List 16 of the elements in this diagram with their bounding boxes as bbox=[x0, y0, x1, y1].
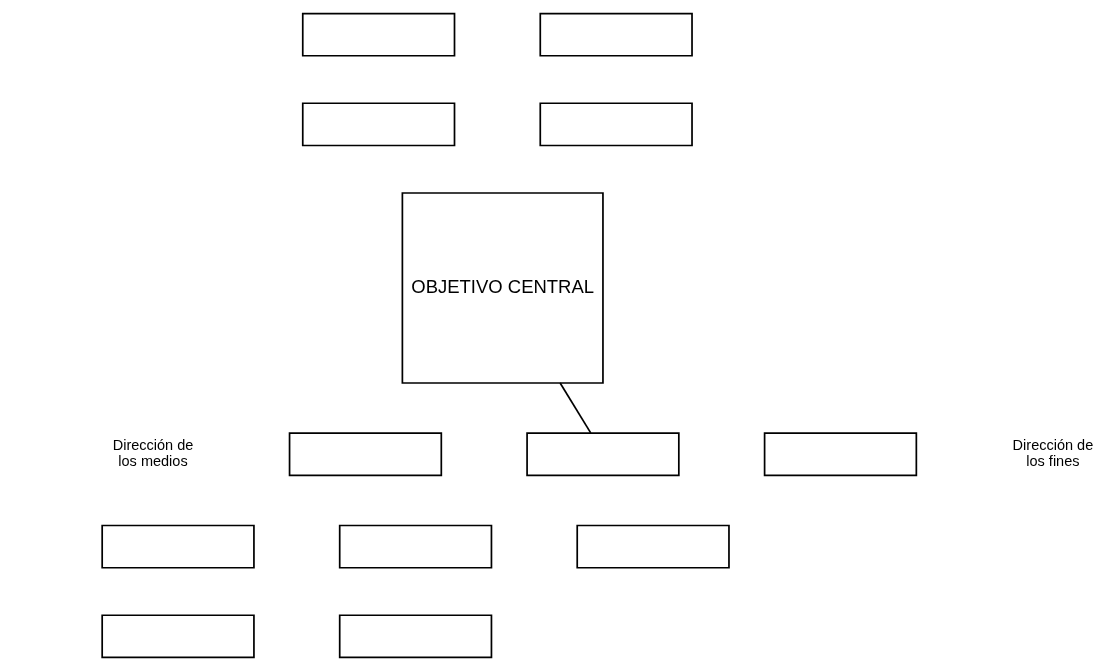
node-box bbox=[301, 102, 456, 147]
node-box: OBJETIVO CENTRAL bbox=[401, 192, 604, 384]
node-box bbox=[338, 524, 493, 569]
label: Dirección de los medios bbox=[112, 437, 194, 469]
node-box bbox=[539, 102, 693, 147]
node-box bbox=[338, 614, 493, 659]
node-box bbox=[101, 614, 255, 659]
node-box bbox=[288, 432, 443, 477]
node-box bbox=[526, 432, 680, 477]
node-box bbox=[576, 524, 730, 569]
node-box bbox=[101, 524, 255, 569]
node-box bbox=[763, 432, 918, 477]
node-box bbox=[539, 12, 693, 57]
label: Dirección de los fines bbox=[1012, 437, 1094, 469]
node-box bbox=[301, 12, 456, 57]
connector bbox=[559, 382, 592, 434]
